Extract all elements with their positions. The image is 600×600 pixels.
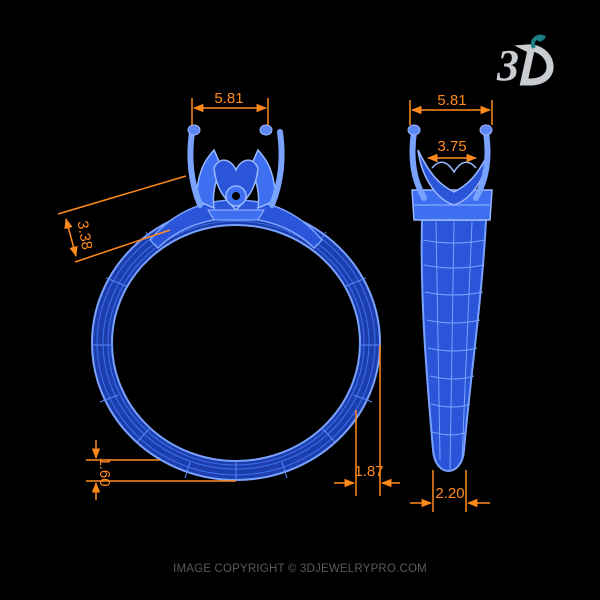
dimension-side-shank-width (410, 470, 490, 512)
dim-side-shank-width: 2.20 (435, 485, 464, 502)
dimension-front-shoulder (57, 175, 187, 263)
3djewelrypro-logo: 3 (496, 34, 554, 90)
dim-front-shoulder: 3.38 (74, 219, 96, 251)
svg-text:3: 3 (496, 41, 519, 90)
copyright-notice: IMAGE COPYRIGHT © 3DJEWELRYPRO.COM (173, 563, 427, 575)
ring-front-view (91, 124, 381, 481)
shank-inner (111, 224, 361, 462)
dimension-side-head-width (409, 100, 493, 125)
dim-front-band-thickness: 1.60 (96, 457, 113, 486)
head-setting (187, 124, 285, 221)
dimension-front-top-width (191, 98, 269, 125)
dim-front-top-width: 5.81 (214, 90, 243, 107)
ring-side-view (407, 124, 493, 472)
dim-side-head-width: 5.81 (437, 92, 466, 109)
dimension-front-band-thickness (86, 440, 236, 500)
dim-front-band-height: 1.87 (354, 463, 383, 480)
dim-side-inner-width: 3.75 (437, 138, 466, 155)
dimension-front-band-height (334, 345, 400, 496)
